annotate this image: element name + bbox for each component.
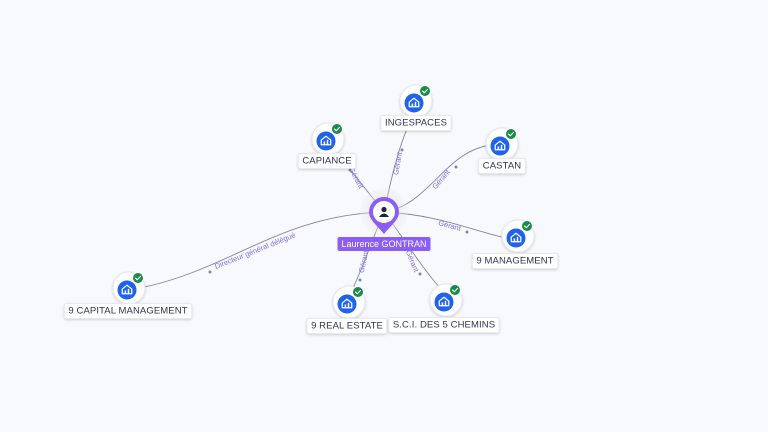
- company-icon-bg: [316, 131, 336, 151]
- company-label-9-capital-management[interactable]: 9 CAPITAL MANAGEMENT: [64, 303, 193, 319]
- edge-arrow: [348, 168, 352, 172]
- company-node-sci-des-5-chemins[interactable]: [429, 283, 463, 317]
- verified-check-icon: [521, 220, 533, 232]
- company-node-9-management[interactable]: [501, 219, 535, 253]
- building-icon: [408, 97, 420, 108]
- edge-role-label: Gérant: [404, 249, 421, 274]
- edge-arrow: [418, 272, 422, 276]
- edge-role-label: Gérant: [437, 218, 462, 233]
- person-icon: [379, 206, 389, 217]
- edge-arrow: [358, 278, 362, 282]
- company-node-capiance[interactable]: [311, 122, 345, 156]
- company-label-sci-des-5-chemins[interactable]: S.C.I. DES 5 CHEMINS: [388, 317, 500, 333]
- person-name: Laurence GONTRAN: [341, 239, 426, 249]
- center-layer: Laurence GONTRAN: [337, 188, 431, 251]
- edge-arrow: [208, 270, 212, 274]
- company-label-9-management[interactable]: 9 MANAGEMENT: [471, 253, 559, 269]
- building-icon: [121, 284, 133, 295]
- company-icon-bg: [506, 228, 526, 248]
- company-icon-bg: [337, 294, 357, 314]
- company-name: CAPIANCE: [302, 156, 351, 167]
- building-icon: [320, 135, 332, 146]
- edge-arrow: [400, 148, 404, 152]
- building-icon: [494, 140, 506, 151]
- company-icon-bg: [117, 280, 137, 300]
- company-name: 9 MANAGEMENT: [476, 256, 553, 267]
- company-node-ingespaces[interactable]: [399, 84, 433, 118]
- company-name: S.C.I. DES 5 CHEMINS: [393, 320, 495, 331]
- company-name: INGESPACES: [385, 118, 447, 129]
- company-name: CASTAN: [483, 161, 521, 172]
- edge-arrow: [454, 165, 458, 169]
- company-icon-bg: [404, 93, 424, 113]
- nodes-layer: INGESPACES CAPIANCE CASTAN 9 MANAGEMENT 9 CA…: [64, 84, 559, 334]
- center-person-label[interactable]: Laurence GONTRAN: [337, 237, 431, 251]
- edge-role-label: Directeur général délégué: [213, 230, 296, 271]
- verified-check-icon: [449, 284, 461, 296]
- company-name: 9 CAPITAL MANAGEMENT: [68, 306, 187, 317]
- company-label-ingespaces[interactable]: INGESPACES: [380, 115, 452, 131]
- verified-check-icon: [505, 128, 517, 140]
- company-icon-bg: [434, 292, 454, 312]
- edge-role-label: Gérant: [347, 166, 366, 191]
- company-label-9-real-estate[interactable]: 9 REAL ESTATE: [306, 318, 388, 334]
- building-icon: [438, 296, 450, 307]
- edge-role-label: Gérant: [391, 151, 404, 176]
- verified-check-icon: [132, 272, 144, 284]
- company-node-castan[interactable]: [485, 127, 519, 161]
- center-person-node[interactable]: [360, 188, 408, 236]
- verified-check-icon: [419, 85, 431, 97]
- company-icon-bg: [490, 136, 510, 156]
- company-label-castan[interactable]: CASTAN: [478, 158, 526, 174]
- edge-line: [139, 211, 385, 289]
- company-node-9-real-estate[interactable]: [332, 285, 366, 319]
- edge-arrow: [465, 230, 469, 234]
- company-label-capiance[interactable]: CAPIANCE: [297, 153, 357, 169]
- company-name: 9 REAL ESTATE: [311, 321, 383, 332]
- building-icon: [341, 298, 353, 309]
- building-icon: [510, 232, 522, 243]
- verified-check-icon: [352, 286, 364, 298]
- edge-role-label: Gérant: [430, 167, 452, 191]
- company-node-9-capital-management[interactable]: [112, 271, 146, 305]
- verified-check-icon: [331, 123, 343, 135]
- edge-role-label: Gérant: [357, 248, 371, 273]
